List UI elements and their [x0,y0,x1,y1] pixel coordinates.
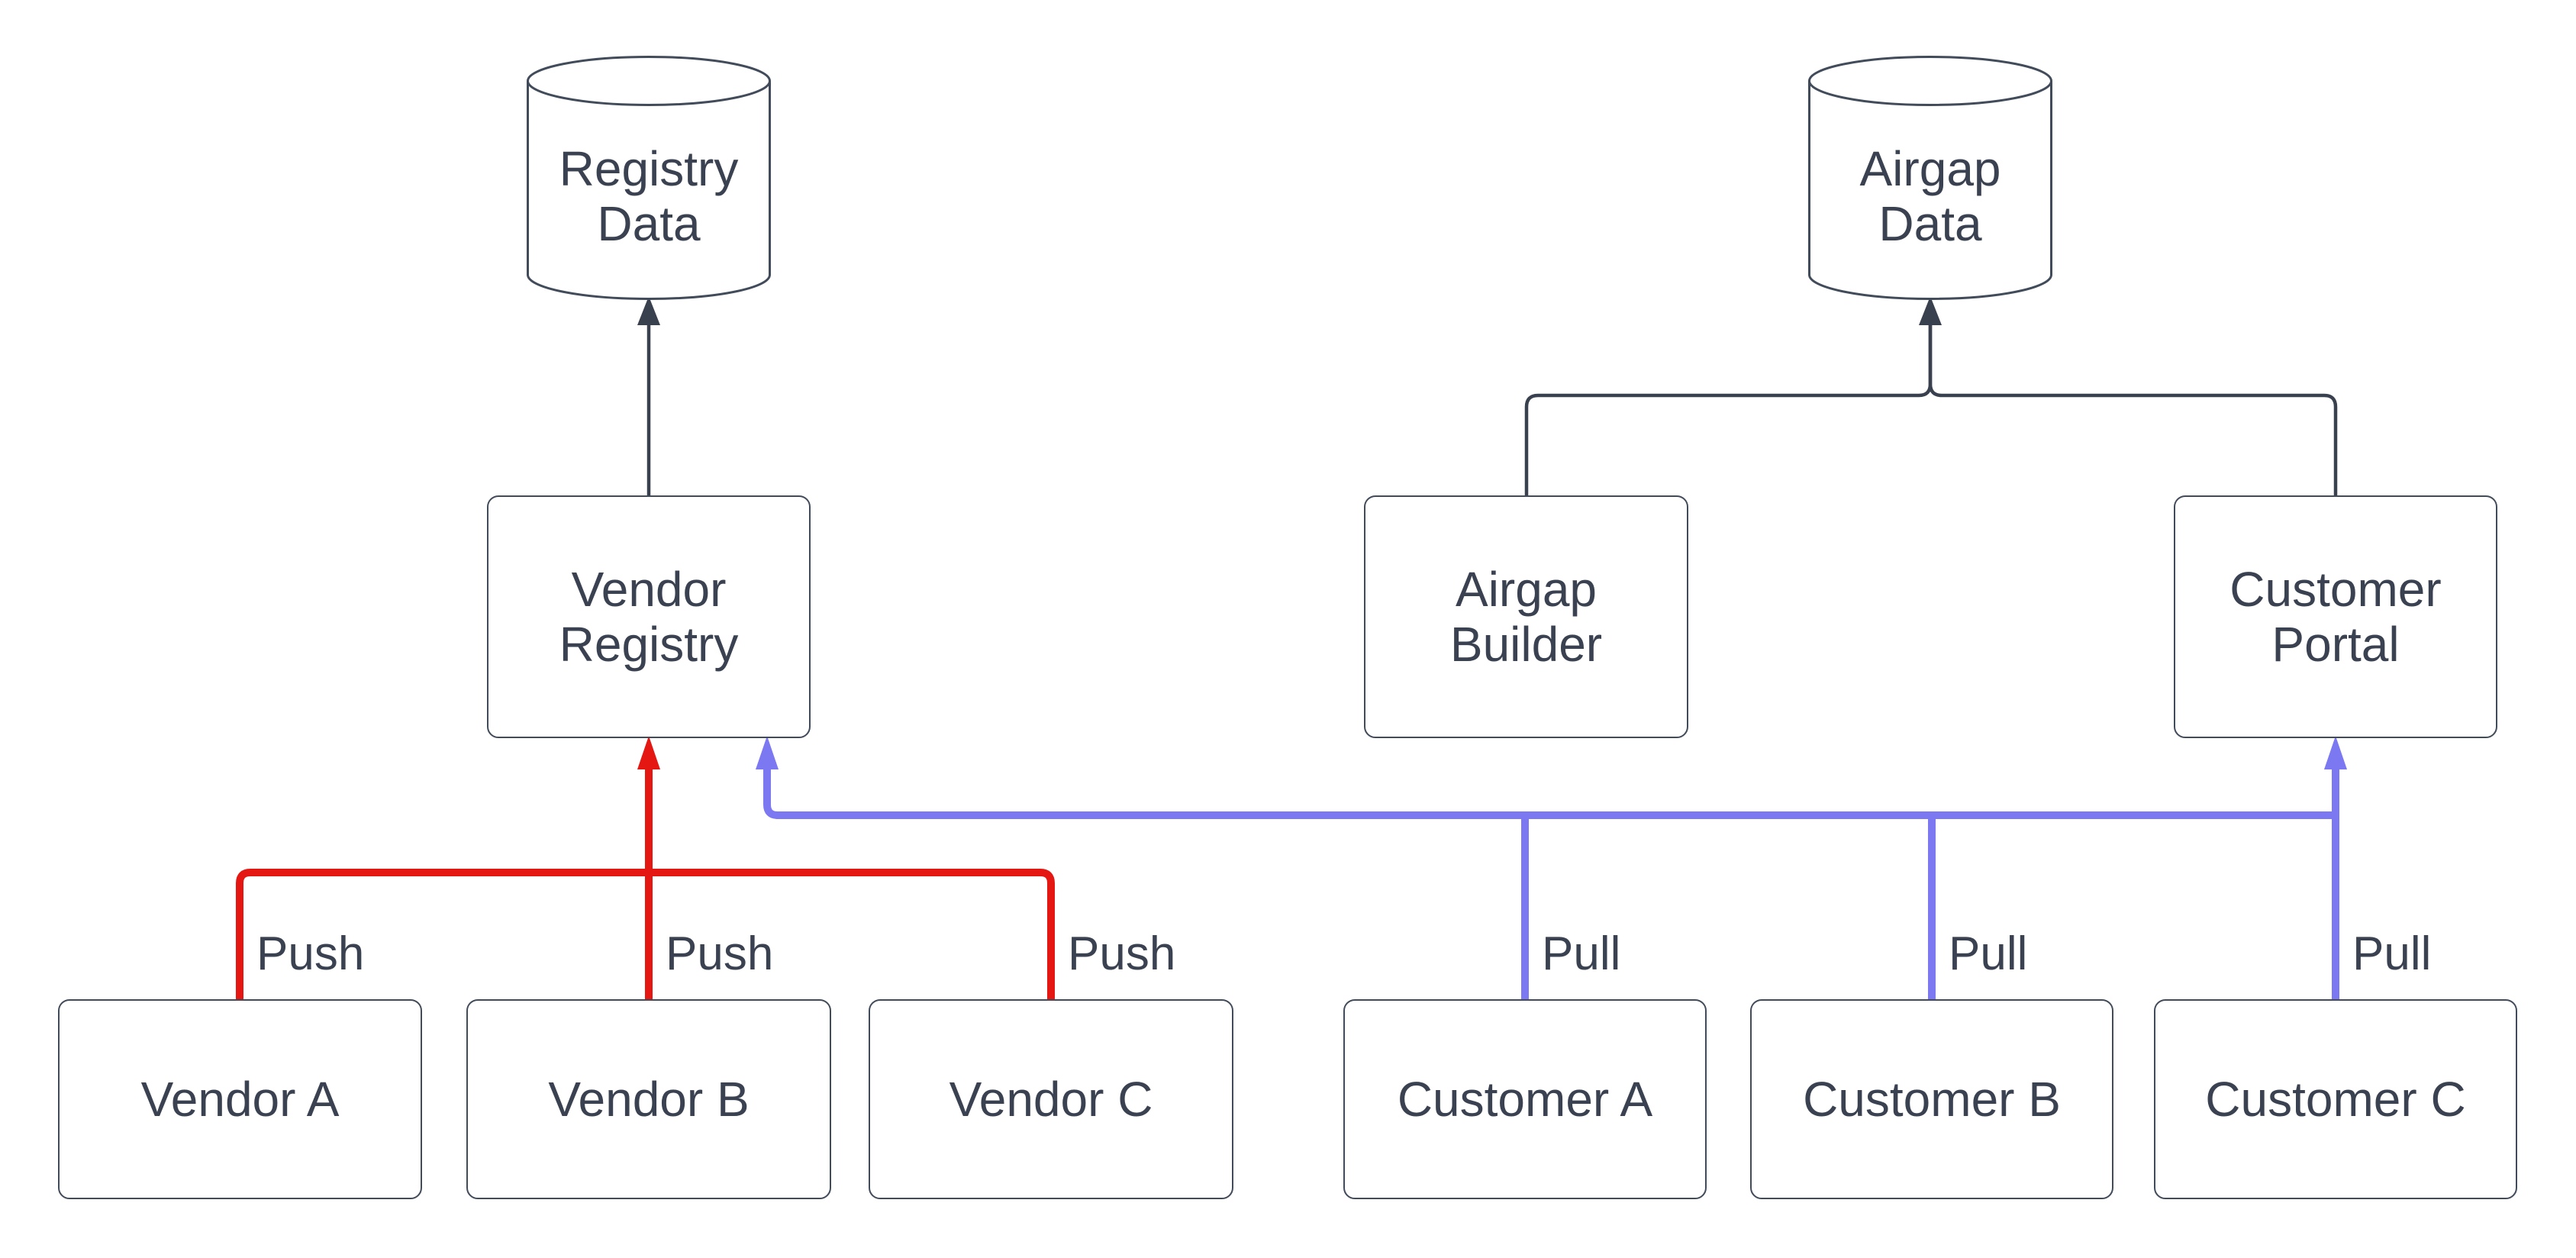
edge-label-pull-customer-b: Pull [1949,927,2028,980]
edge-pull-bus[interactable] [763,769,2336,819]
label-line-2: Data [1878,196,1982,251]
edge-customer-portal-to-airgap-data[interactable] [1928,325,2338,495]
label-line-2: Builder [1449,617,1603,672]
label-line-1: Vendor A [140,1072,340,1127]
node-customer-portal[interactable]: Customer Portal [2174,495,2497,738]
edge-registry-data-arrowhead [637,296,660,325]
label-line-1: Airgap [1456,562,1597,617]
node-vendor-c[interactable]: Vendor C [869,999,1233,1199]
node-airgap-builder[interactable]: Airgap Builder [1364,495,1688,738]
datastore-registry-data[interactable]: Registry Data [527,56,771,300]
label-line-2: Registry [559,617,739,672]
node-vendor-a[interactable]: Vendor A [58,999,422,1199]
label-line-2: Portal [2271,617,2400,672]
edge-pull-customer-portal-arrowhead [2324,736,2347,769]
node-customer-a[interactable]: Customer A [1343,999,1707,1199]
edge-push-arrowhead [637,736,660,769]
label-line-1: Airgap [1859,141,2001,196]
label-line-1: Registry [559,141,739,196]
node-customer-c[interactable]: Customer C [2154,999,2517,1199]
cylinder-shape [527,56,771,300]
edge-label-push-vendor-b: Push [666,927,774,980]
edge-label-pull-customer-a: Pull [1542,927,1621,980]
node-customer-b[interactable]: Customer B [1750,999,2113,1199]
edge-label-push-vendor-a: Push [256,927,365,980]
datastore-airgap-data[interactable]: Airgap Data [1808,56,2052,300]
label-line-1: Customer C [2205,1072,2466,1127]
cylinder-shape [1808,56,2052,300]
label-line-1: Customer B [1803,1072,2061,1127]
label-line-1: Customer [2229,562,2442,617]
label-line-1: Vendor B [548,1072,750,1127]
edge-pull-vendor-registry-arrowhead [756,736,779,769]
label-line-1: Vendor [571,562,727,617]
label-line-1: Vendor C [949,1072,1153,1127]
label-line-1: Customer A [1397,1072,1653,1127]
edge-airgap-data-arrowhead [1919,296,1942,325]
edge-label-pull-customer-c: Pull [2352,927,2432,980]
label-line-2: Data [597,196,701,251]
node-vendor-registry[interactable]: Vendor Registry [487,495,811,738]
edge-label-push-vendor-c: Push [1068,927,1176,980]
node-vendor-b[interactable]: Vendor B [466,999,831,1199]
datastore-label: Airgap Data [1808,56,2052,300]
edge-airgap-builder-to-airgap-data[interactable] [1524,325,1933,495]
datastore-label: Registry Data [527,56,771,300]
